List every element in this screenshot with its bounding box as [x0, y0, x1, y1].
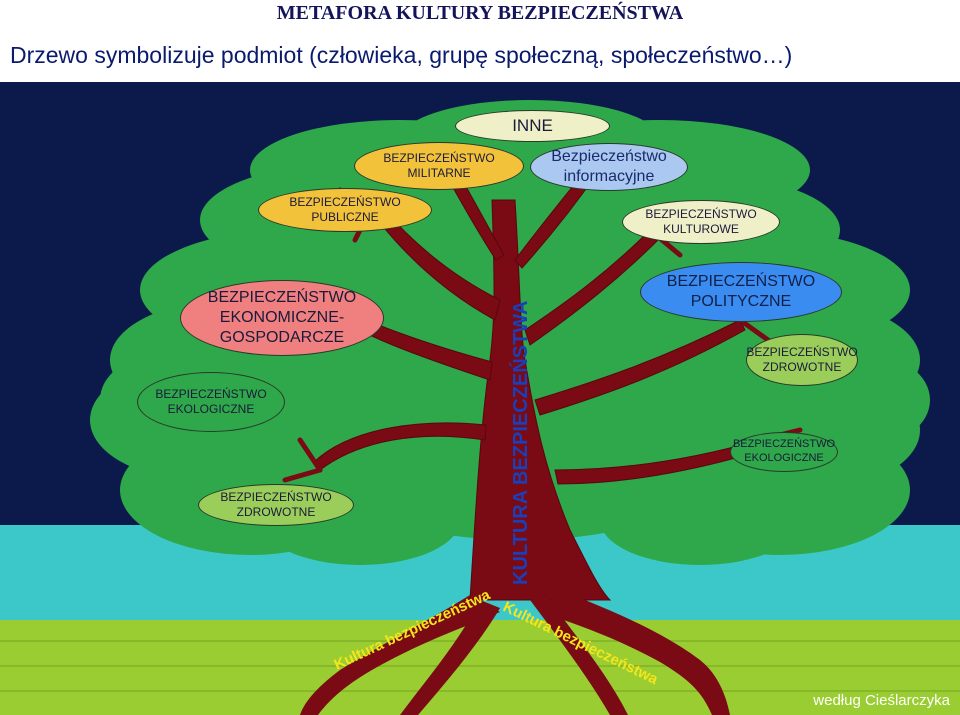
- oval-publiczne-line2: PUBLICZNE: [311, 210, 379, 224]
- oval-inne: INNE: [455, 110, 610, 142]
- page-title: METAFORA KULTURY BEZPIECZEŃSTWA: [276, 2, 684, 24]
- oval-ekonomiczne-line3: GOSPODARCZE: [219, 329, 345, 346]
- oval-zdrowotne-right-line2: ZDROWOTNE: [762, 360, 842, 374]
- tree-trunk-and-branches: [299, 159, 764, 601]
- oval-zdrowotne-left-line1: BEZPIECZEŃSTWO: [220, 490, 332, 504]
- oval-ekologiczne-right: BEZPIECZEŃSTWO EKOLOGICZNE: [730, 432, 838, 472]
- page-subtitle: Drzewo symbolizuje podmiot (człowieka, g…: [10, 42, 793, 68]
- oval-zdrowotne-right-line1: BEZPIECZEŃSTWO: [746, 345, 858, 359]
- oval-polityczne-line1: BEZPIECZEŃSTWO: [666, 273, 816, 290]
- oval-ekologiczne-left: BEZPIECZEŃSTWO EKOLOGICZNE: [137, 372, 285, 432]
- root-right: [540, 590, 730, 715]
- oval-informacyjne: Bezpieczeństwo informacyjne: [530, 143, 688, 191]
- tree-roots: [300, 590, 730, 715]
- oval-polityczne: BEZPIECZEŃSTWO POLITYCZNE: [640, 262, 842, 322]
- oval-publiczne-line1: BEZPIECZEŃSTWO: [289, 195, 401, 209]
- trunk-label: KULTURA BEZPIECZEŃSTWA: [509, 301, 532, 585]
- oval-ekologiczne-right-line2: EKOLOGICZNE: [744, 452, 824, 464]
- oval-zdrowotne-right: BEZPIECZEŃSTWO ZDROWOTNE: [746, 334, 858, 386]
- oval-polityczne-line2: POLITYCZNE: [690, 293, 792, 310]
- oval-ekonomiczne-line2: EKONOMICZNE-: [219, 309, 345, 326]
- ground-texture: [0, 640, 960, 692]
- header-band: [0, 0, 960, 82]
- author-credit: według Cieślarczyka: [813, 692, 950, 709]
- oval-inne-label: INNE: [512, 116, 553, 136]
- oval-kulturowe: BEZPIECZEŃSTWO KULTUROWE: [622, 200, 780, 244]
- oval-ekonomiczne-gospodarcze: BEZPIECZEŃSTWO EKONOMICZNE- GOSPODARCZE: [180, 280, 384, 356]
- oval-ekologiczne-right-line1: BEZPIECZEŃSTWO: [732, 438, 836, 451]
- oval-publiczne: BEZPIECZEŃSTWO PUBLICZNE: [258, 188, 432, 232]
- root-left: [300, 595, 500, 715]
- oval-ekonomiczne-line1: BEZPIECZEŃSTWO: [207, 289, 357, 306]
- oval-militarne: BEZPIECZEŃSTWO MILITARNE: [354, 142, 524, 190]
- oval-ekologiczne-left-line2: EKOLOGICZNE: [167, 402, 255, 416]
- oval-militarne-line1: BEZPIECZEŃSTWO: [383, 151, 495, 165]
- oval-informacyjne-line1: Bezpieczeństwo: [551, 148, 667, 165]
- oval-zdrowotne-left: BEZPIECZEŃSTWO ZDROWOTNE: [198, 484, 354, 526]
- branch-right-mid: [534, 319, 746, 416]
- root-center-right: [530, 598, 628, 715]
- oval-militarne-line2: MILITARNE: [407, 166, 471, 180]
- oval-kulturowe-line1: BEZPIECZEŃSTWO: [645, 207, 757, 221]
- root-center-left: [400, 600, 500, 715]
- oval-kulturowe-line2: KULTUROWE: [663, 222, 739, 236]
- oval-zdrowotne-left-line2: ZDROWOTNE: [236, 505, 316, 519]
- oval-ekologiczne-left-line1: BEZPIECZEŃSTWO: [155, 387, 267, 401]
- trunk: [469, 199, 612, 601]
- oval-informacyjne-line2: informacyjne: [563, 168, 655, 185]
